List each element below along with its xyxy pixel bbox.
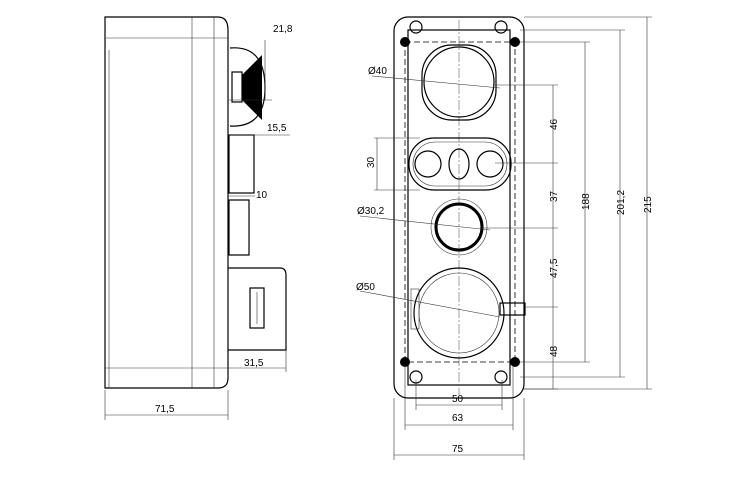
mushroom-button	[421, 44, 497, 121]
front-view: Ø40 Ø30,2 Ø50 30 46 37 47,5 48 188 201,2…	[356, 16, 654, 460]
pilot-light	[430, 198, 488, 256]
lock-box-side	[228, 267, 287, 351]
side-view: 21,8 15,5 10 31,5 71,5	[104, 16, 293, 420]
dia-40-label: Ø40	[368, 66, 387, 77]
dim-37: 37	[549, 190, 560, 202]
dia-30-2-label: Ø30,2	[357, 206, 385, 217]
dim-46: 46	[549, 118, 560, 130]
dim-15-5: 15,5	[267, 123, 287, 134]
dia-50-label: Ø50	[356, 282, 375, 293]
dim-48: 48	[549, 345, 560, 357]
vertical-pitch-dims: 46 37 47,5 48	[480, 84, 560, 390]
dim-215: 215	[643, 196, 654, 213]
dim-75: 75	[452, 444, 464, 455]
mushroom-button-side	[229, 47, 266, 127]
dim-201-2: 201,2	[616, 190, 627, 215]
large-button	[410, 267, 526, 359]
dim-30: 30	[366, 156, 377, 168]
dim-50: 50	[452, 394, 464, 405]
dim-47-5: 47,5	[549, 258, 560, 278]
triple-button	[408, 137, 512, 191]
switch-side	[228, 199, 250, 256]
button-side	[228, 134, 255, 194]
dim-31-5: 31,5	[244, 358, 264, 369]
dim-21-8: 21,8	[273, 24, 293, 35]
dim-10: 10	[256, 190, 268, 201]
dim-71-5: 71,5	[155, 404, 175, 415]
dim-188: 188	[581, 193, 592, 210]
dim-63: 63	[452, 413, 464, 424]
